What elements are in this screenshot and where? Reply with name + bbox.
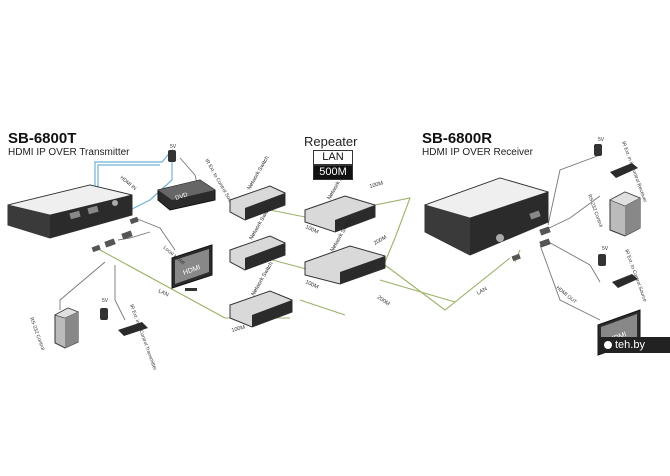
switch-1-label: Network Switch: [247, 155, 271, 191]
receiver-model: SB-6800R: [422, 130, 493, 147]
repeater-500m: 500M: [313, 165, 353, 180]
dist-100-low: 100M: [304, 279, 319, 290]
local-hdmi-display: HDMI Local HDMI: [162, 244, 213, 291]
dvd-label: DVD: [175, 192, 190, 202]
rx-rs232-label: RS-232 Control: [586, 194, 603, 228]
network-switch-1: Network Switch: [229, 155, 286, 221]
distance-labels: 100M 100M 100M 100M 200M 200M LAN LAN 10…: [157, 180, 488, 333]
hdmi-in-label: HDMI IN: [119, 175, 138, 192]
lan-left: LAN: [157, 288, 169, 298]
dist-100-bottom: 100M: [231, 324, 246, 333]
tx-rs232-label: RS-232 Control: [28, 317, 45, 351]
rx-power-label-2: 5V: [602, 246, 609, 252]
dist-200-lower: 200M: [376, 295, 391, 308]
dvd-player: DVD HDMI IN: [119, 175, 216, 211]
receiver-connectors: [511, 226, 551, 262]
rx-power-label-1: 5V: [598, 137, 605, 143]
ir-emitter-rx: 5V IR Ext. to Control Source: [598, 246, 648, 303]
control-wires: [59, 154, 601, 321]
watermark-dot-icon: [604, 341, 612, 350]
transmitter-device: [7, 184, 133, 239]
pc-tower-tx: RS-232 Control: [28, 307, 79, 351]
dist-100-mid: 100M: [304, 224, 319, 235]
transmitter-model: SB-6800T: [8, 130, 77, 147]
tx-power-label-2: 5V: [102, 298, 109, 304]
dist-100-top: 100M: [369, 180, 384, 189]
receiver-device: [423, 177, 550, 256]
ir-ext-in-tx-label: IR Ext. in to Control Transmitter: [128, 304, 158, 372]
transmitter-connectors: [91, 216, 139, 253]
dist-200-upper: 200M: [373, 234, 388, 246]
receiver-description: HDMI IP OVER Receiver: [422, 147, 533, 158]
repeater-lan: LAN: [313, 150, 353, 165]
lan-right: LAN: [476, 286, 488, 297]
network-switch-3: Network Switch: [229, 261, 293, 328]
watermark-text: teh.by: [615, 339, 645, 351]
tx-power-label-1: 5V: [170, 144, 177, 150]
watermark: teh.by: [598, 337, 670, 353]
transmitter-description: HDMI IP OVER Transmitter: [8, 147, 130, 158]
repeater-title: Repeater: [304, 134, 358, 149]
network-switch-5: Network Switch: [304, 217, 386, 285]
ir-receiver-tx: 5V IR Ext. in to Control Transmitter: [100, 298, 158, 372]
ir-ext-source-rx-label: IR Ext. to Control Source: [623, 249, 648, 303]
pc-tower-rx: RS-232 Control: [586, 191, 641, 237]
